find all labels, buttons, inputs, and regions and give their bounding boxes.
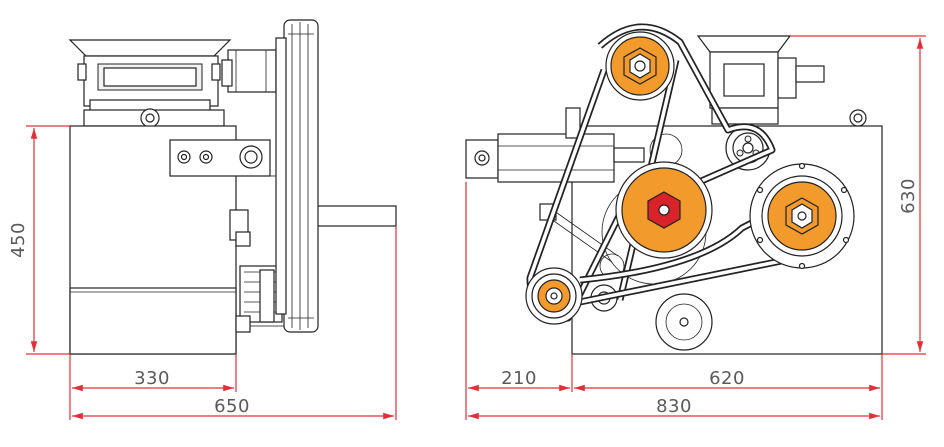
front-width-b-label: 620 [709, 368, 745, 389]
front-right-pulley [749, 162, 855, 270]
front-height-label: 630 [898, 178, 919, 214]
front-view [465, 23, 883, 355]
side-width-a-label: 330 [134, 368, 170, 389]
side-shaft [309, 205, 397, 227]
front-top-pulley [605, 31, 675, 101]
side-upper-bracket [221, 49, 277, 93]
side-view [68, 19, 397, 355]
side-big-pulley [275, 19, 319, 333]
side-width-total-label: 650 [214, 396, 250, 417]
front-width-a-label: 210 [501, 368, 537, 389]
side-body [69, 125, 287, 355]
side-height-label: 450 [8, 222, 29, 258]
front-bottom-pulley [525, 267, 583, 325]
side-hopper [68, 39, 232, 128]
front-dimensions: 630 210 620 830 [465, 35, 926, 420]
front-center-pulley [615, 161, 713, 259]
side-dimensions: 450 330 650 [8, 125, 397, 420]
front-cylinder [465, 107, 645, 183]
front-hopper [696, 35, 825, 125]
front-width-total-label: 830 [656, 396, 692, 417]
